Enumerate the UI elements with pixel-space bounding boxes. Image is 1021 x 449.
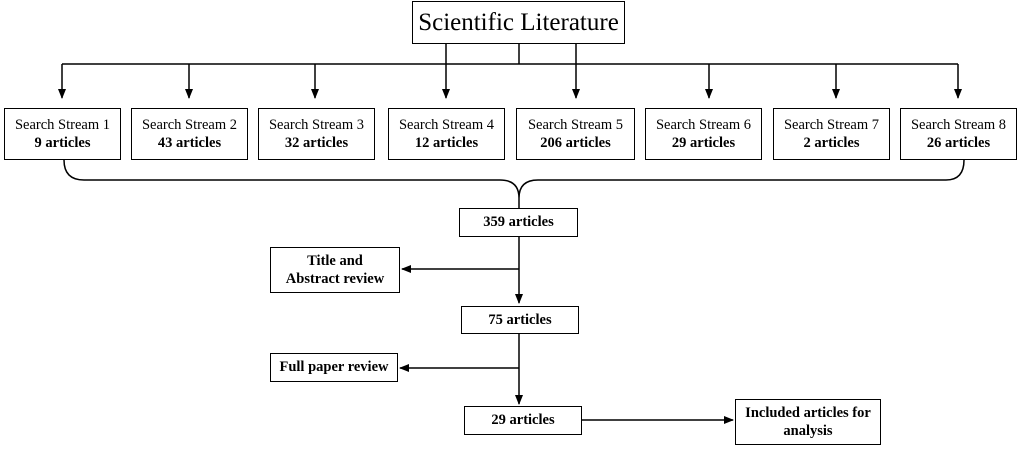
stream-brace [63,159,965,199]
stream-name: Search Stream 2 [141,116,238,133]
stream-count: 43 articles [157,135,222,151]
stream-name: Search Stream 4 [398,116,495,133]
final-articles-box: 29 articles [464,406,582,435]
search-stream-8-box: Search Stream 8 26 articles [900,108,1017,160]
stream-name: Search Stream 8 [910,116,1007,133]
stream-count: 32 articles [284,135,349,151]
included-articles-box: Included articles for analysis [735,399,881,445]
title-abstract-review-box: Title and Abstract review [270,247,400,293]
stream-count: 12 articles [414,135,479,151]
search-stream-2-box: Search Stream 2 43 articles [131,108,248,160]
total-articles-box: 359 articles [459,208,578,237]
stream-count: 26 articles [926,135,991,151]
stream-name: Search Stream 3 [268,116,365,133]
stream-name: Search Stream 5 [527,116,624,133]
full-paper-review-label: Full paper review [279,359,389,376]
title-abstract-line-1: Title and [307,252,363,269]
search-stream-3-box: Search Stream 3 32 articles [258,108,375,160]
search-stream-7-box: Search Stream 7 2 articles [773,108,890,160]
stream-count: 9 articles [34,135,91,151]
title-abstract-line-2: Abstract review [285,271,385,287]
total-articles-label: 359 articles [483,214,554,231]
stream-name: Search Stream 7 [783,116,880,133]
stream-count: 2 articles [803,135,860,151]
final-articles-label: 29 articles [491,412,555,429]
stream-count: 206 articles [540,135,611,151]
screened-articles-box: 75 articles [461,306,579,334]
scientific-literature-label: Scientific Literature [418,8,619,36]
scientific-literature-box: Scientific Literature [412,1,625,44]
stream-name: Search Stream 1 [14,116,111,133]
screened-articles-label: 75 articles [488,311,552,328]
search-stream-1-box: Search Stream 1 9 articles [4,108,121,160]
full-paper-review-box: Full paper review [270,353,398,382]
search-stream-5-box: Search Stream 5 206 articles [516,108,635,160]
included-line-2: analysis [783,423,833,439]
search-stream-4-box: Search Stream 4 12 articles [388,108,505,160]
stream-count: 29 articles [671,135,736,151]
search-stream-6-box: Search Stream 6 29 articles [645,108,762,160]
stream-name: Search Stream 6 [655,116,752,133]
included-line-1: Included articles for [745,404,871,421]
